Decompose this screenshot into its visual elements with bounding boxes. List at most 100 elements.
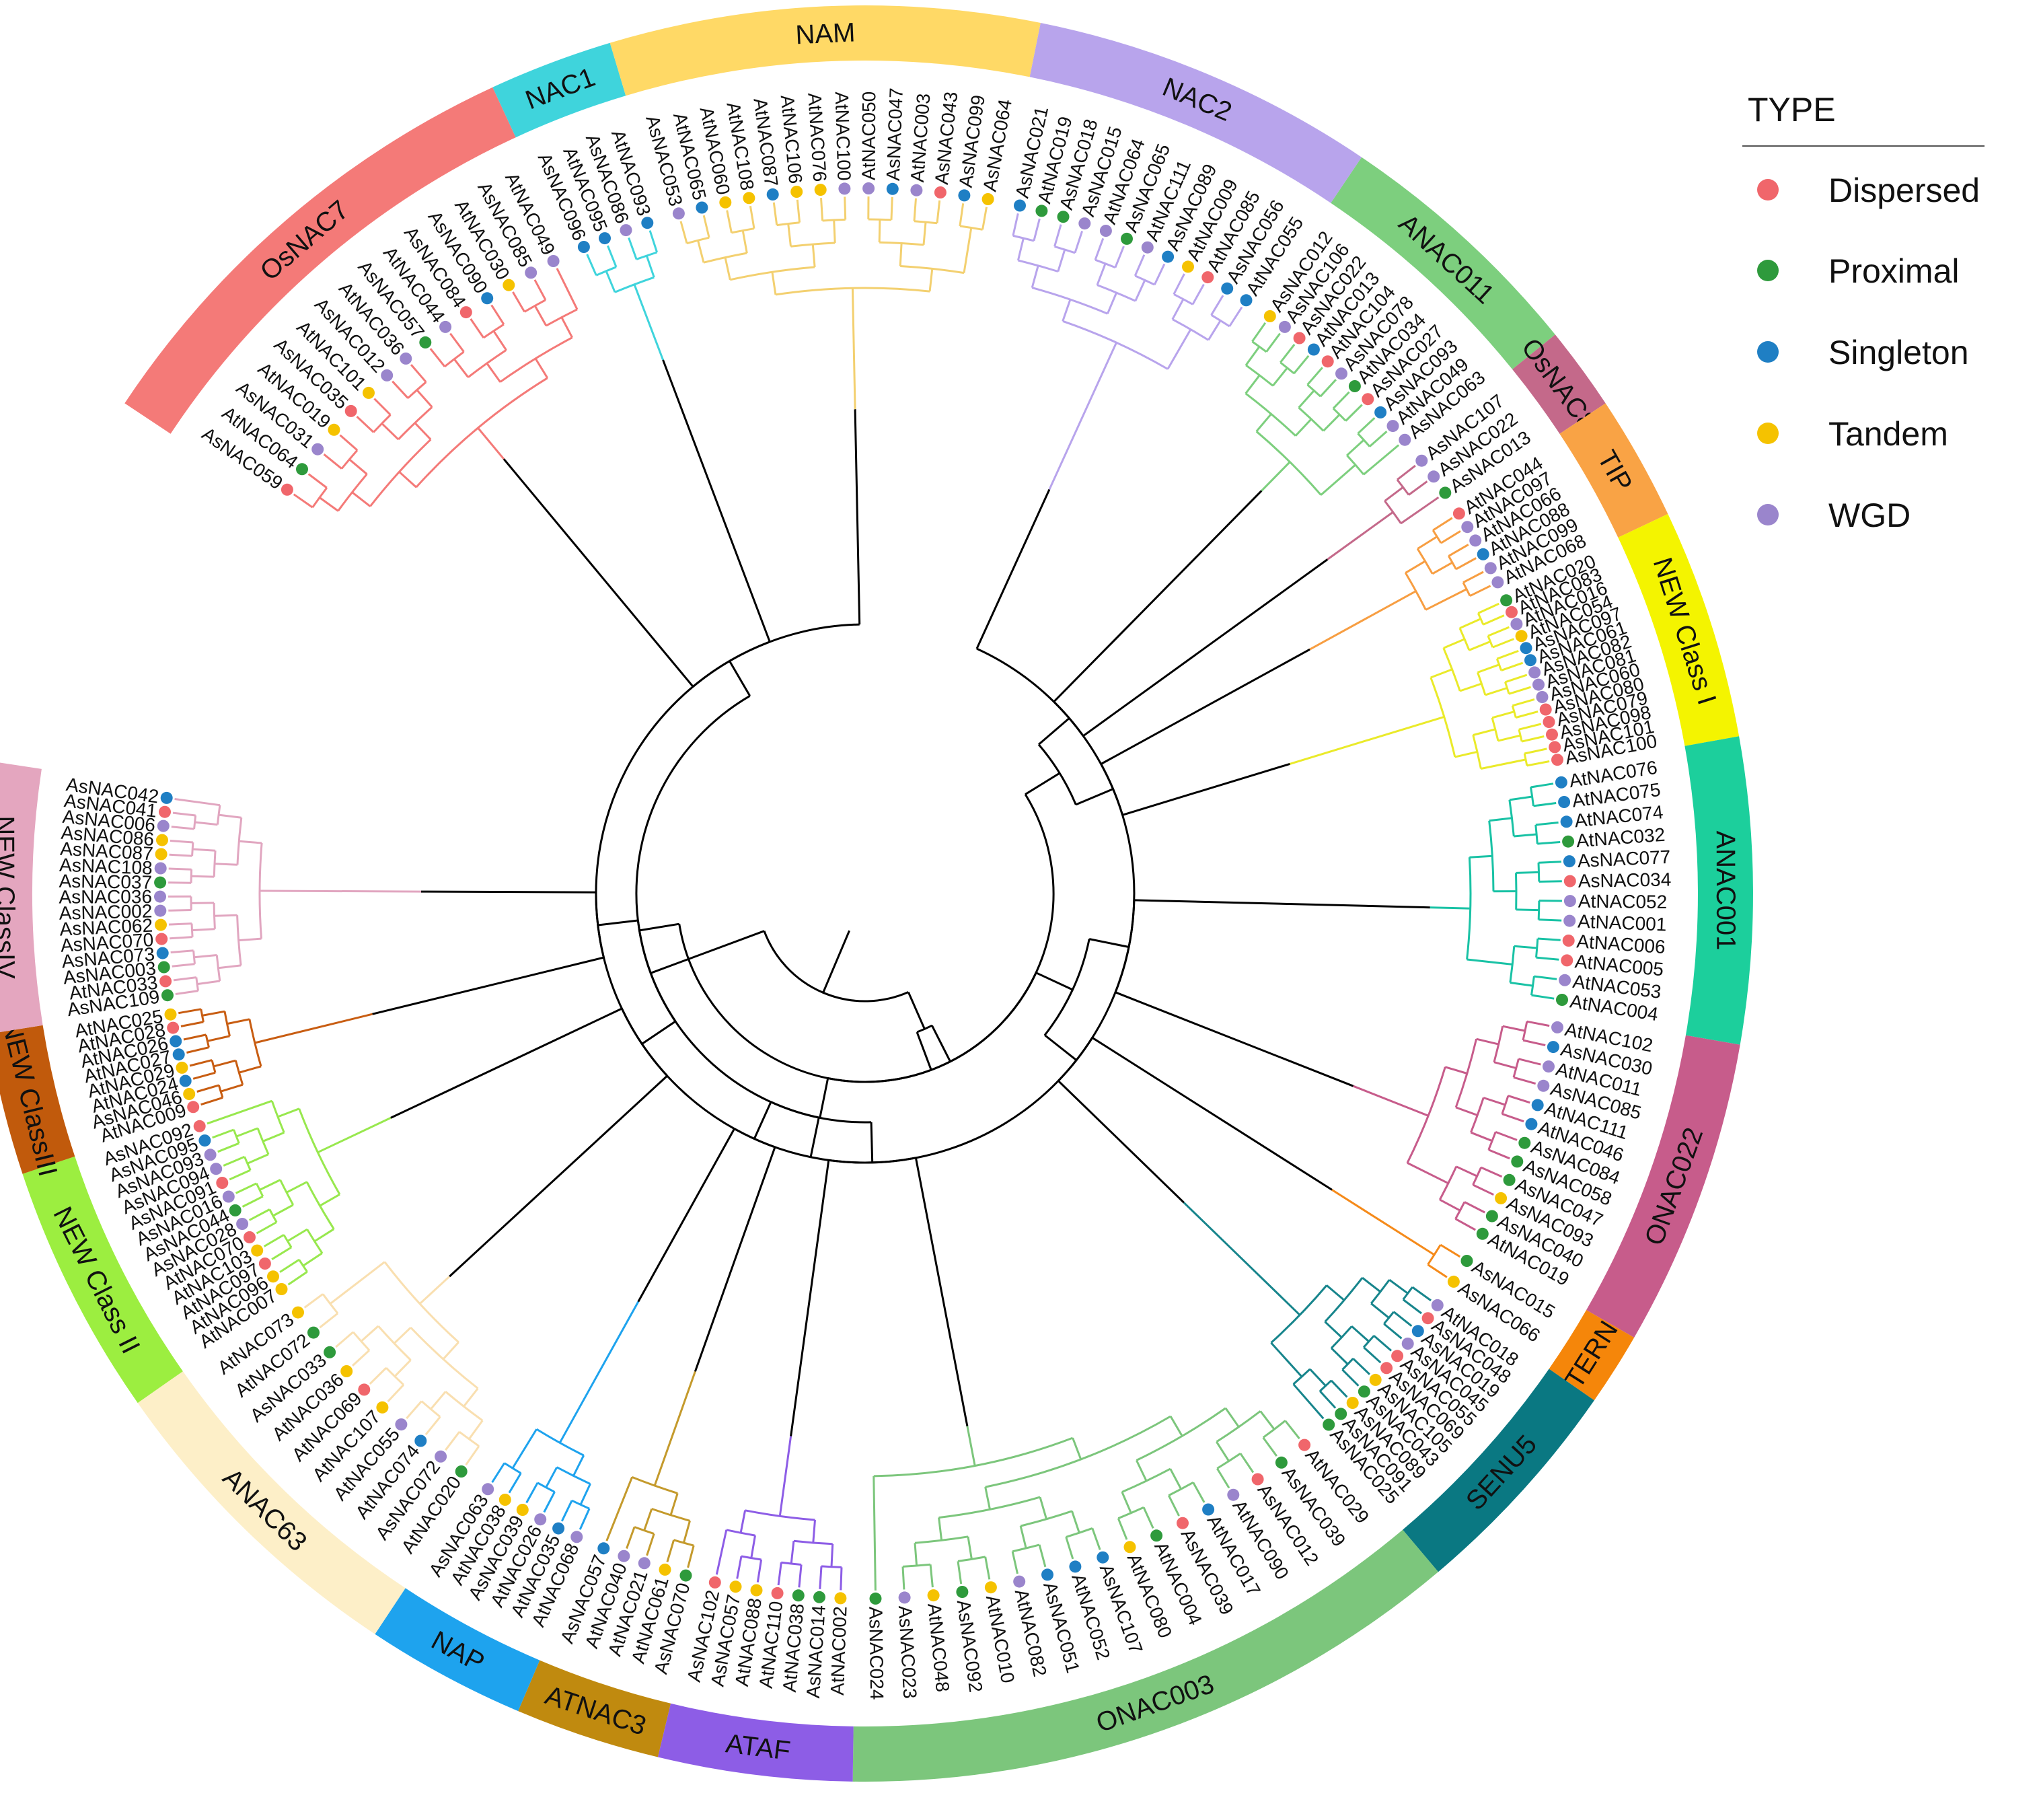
leaf-type-marker bbox=[898, 1591, 911, 1604]
leaf-type-marker bbox=[251, 1244, 264, 1257]
branch bbox=[298, 1108, 341, 1195]
leaf-type-marker bbox=[1561, 954, 1573, 967]
leaf-type-marker bbox=[1251, 1473, 1264, 1486]
branch bbox=[679, 221, 688, 244]
leaf-type-marker bbox=[1551, 1021, 1563, 1033]
branch bbox=[1514, 833, 1537, 838]
branch bbox=[772, 202, 778, 225]
branch bbox=[1444, 1066, 1468, 1075]
leaf-type-marker bbox=[1358, 1385, 1370, 1398]
leaf-type-marker bbox=[167, 1021, 180, 1034]
branch bbox=[715, 1529, 728, 1575]
leaf-type-marker bbox=[1555, 776, 1567, 789]
branch bbox=[840, 1567, 843, 1591]
branch bbox=[1228, 306, 1243, 327]
leaf-type-marker bbox=[1546, 728, 1558, 741]
branch bbox=[913, 198, 917, 221]
backbone-branch bbox=[503, 458, 694, 688]
leaf-type-marker bbox=[267, 1270, 279, 1283]
clade-label-new-classiv: NEW ClassIV bbox=[0, 815, 20, 979]
branch bbox=[1357, 433, 1371, 447]
branch bbox=[1472, 735, 1482, 769]
branch bbox=[790, 242, 836, 248]
leaf-type-marker bbox=[1563, 855, 1575, 868]
branch bbox=[697, 240, 705, 263]
branch bbox=[465, 1445, 480, 1466]
branch bbox=[1469, 641, 1491, 651]
backbone-branch bbox=[914, 1157, 969, 1426]
leaf-type-marker bbox=[1511, 1155, 1524, 1168]
branch bbox=[449, 332, 465, 353]
leaf-type-marker bbox=[1547, 1041, 1559, 1054]
leaf-type-marker bbox=[1335, 1408, 1347, 1420]
leaf-type-marker bbox=[1057, 211, 1070, 223]
branch bbox=[605, 1476, 633, 1541]
leaf-type-marker bbox=[435, 1450, 447, 1463]
branch bbox=[303, 1293, 324, 1309]
branch bbox=[356, 416, 375, 433]
backbone-branch bbox=[390, 1007, 623, 1119]
branch bbox=[1280, 343, 1296, 363]
leaf-type-marker bbox=[1150, 1529, 1163, 1542]
branch bbox=[492, 330, 507, 351]
branch bbox=[195, 977, 199, 991]
branch bbox=[1526, 1020, 1550, 1027]
branch bbox=[984, 1556, 991, 1580]
branch bbox=[348, 458, 368, 475]
branch bbox=[170, 949, 194, 953]
tree-branches bbox=[168, 196, 1562, 1591]
branch bbox=[1388, 1278, 1409, 1295]
leaf-type-marker bbox=[275, 1283, 288, 1295]
leaf-label: AsNAC034 bbox=[1578, 869, 1672, 891]
branch bbox=[1245, 374, 1261, 394]
leaf-type-marker bbox=[176, 1061, 188, 1074]
leaf-type-marker bbox=[577, 241, 590, 253]
clade-band-tip bbox=[1559, 403, 1668, 538]
leaf-type-marker bbox=[834, 1592, 847, 1605]
branch bbox=[377, 1325, 412, 1361]
leaf-label: AsNAC087 bbox=[60, 838, 154, 865]
clade-band-tern bbox=[1549, 1310, 1635, 1401]
branch bbox=[1319, 379, 1337, 398]
backbone-branch bbox=[1100, 648, 1310, 765]
branch bbox=[819, 1566, 823, 1589]
leaf-type-marker bbox=[1123, 1541, 1136, 1554]
leaf-label: AtNAC052 bbox=[1578, 891, 1668, 912]
leaf-type-marker bbox=[838, 182, 851, 195]
legend-item-dispersed: Dispersed bbox=[1757, 172, 1980, 209]
leaf-type-marker bbox=[927, 1589, 940, 1602]
branch bbox=[168, 909, 192, 912]
branch bbox=[1454, 750, 1478, 758]
branch bbox=[628, 237, 638, 260]
leaf-type-marker bbox=[729, 1580, 742, 1593]
leaf-type-marker bbox=[1348, 380, 1361, 392]
branch bbox=[1066, 1527, 1093, 1538]
leaf-type-marker bbox=[1506, 606, 1518, 618]
branch bbox=[298, 1259, 308, 1273]
branch bbox=[771, 272, 777, 295]
branch bbox=[1432, 517, 1453, 532]
branch bbox=[1493, 1061, 1517, 1070]
branch bbox=[1134, 254, 1146, 277]
clade-band-ataf bbox=[657, 1703, 854, 1782]
leaf-type-marker bbox=[1551, 754, 1563, 766]
branch bbox=[445, 1431, 460, 1451]
branch bbox=[1417, 536, 1438, 550]
branch bbox=[741, 230, 748, 254]
leaf-type-marker bbox=[1201, 271, 1214, 284]
branch bbox=[1169, 1468, 1182, 1490]
branch bbox=[172, 963, 195, 968]
leaf-type-marker bbox=[344, 404, 357, 417]
branch bbox=[756, 1559, 763, 1582]
branch bbox=[873, 1476, 877, 1591]
branch bbox=[1011, 1551, 1018, 1574]
branch bbox=[306, 1229, 324, 1254]
branch bbox=[216, 805, 221, 825]
branch bbox=[1331, 1189, 1435, 1256]
branch bbox=[173, 976, 196, 982]
leaf-type-marker bbox=[1539, 703, 1552, 716]
branch bbox=[468, 1420, 484, 1440]
leaf-type-marker bbox=[1452, 507, 1465, 520]
branch bbox=[387, 1384, 404, 1403]
branch bbox=[1469, 585, 1491, 597]
